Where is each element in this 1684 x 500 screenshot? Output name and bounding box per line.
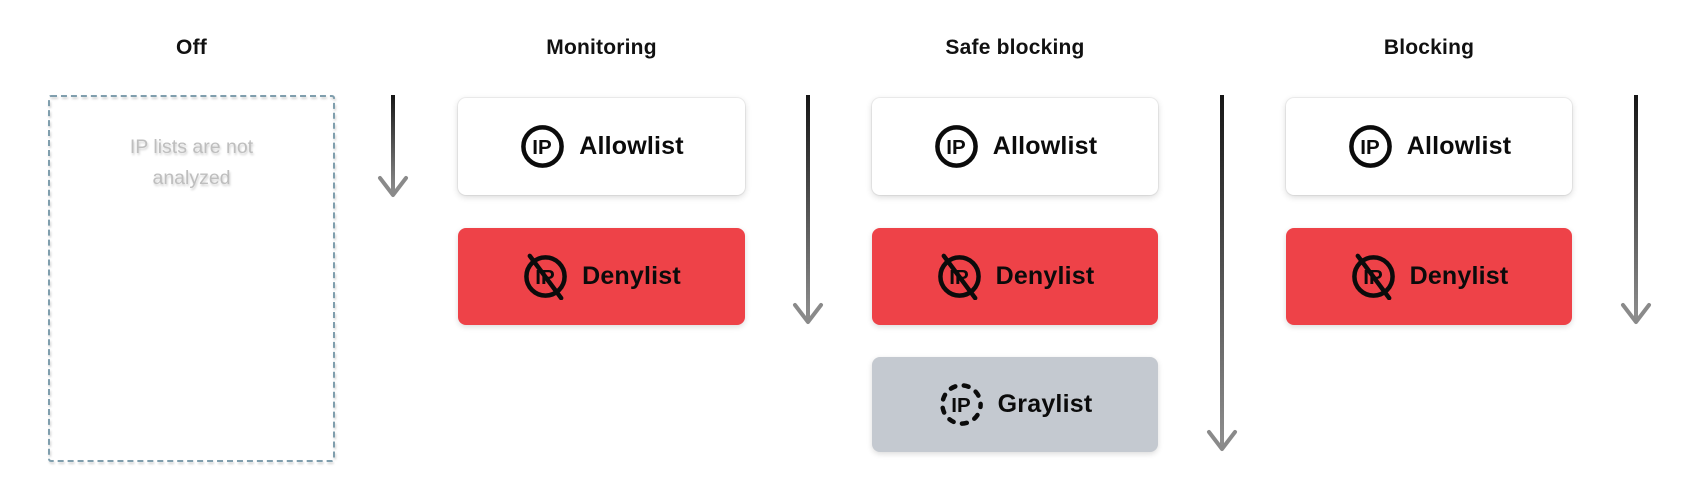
column-title-safe-blocking: Safe blocking [945, 36, 1085, 59]
denylist-label: Denylist [1409, 262, 1509, 290]
denylist-card: IP Denylist [1286, 228, 1572, 325]
svg-text:IP: IP [946, 136, 965, 159]
column-title-monitoring: Monitoring [546, 36, 657, 59]
svg-text:IP: IP [951, 394, 970, 417]
ip-circle-slash-icon: IP [1351, 253, 1395, 300]
allowlist-label: Allowlist [992, 132, 1098, 160]
off-mode-placeholder-box: IP lists are not analyzed [48, 95, 335, 462]
denylist-label: Denylist [582, 262, 681, 290]
column-title-blocking: Blocking [1383, 36, 1475, 59]
ip-circle-icon: IP [934, 125, 978, 168]
svg-text:IP: IP [533, 136, 552, 159]
ip-circle-dashed-icon: IP [939, 383, 983, 426]
allowlist-card: IP Allowlist [872, 98, 1158, 195]
allowlist-card: IP Allowlist [458, 98, 745, 195]
ip-circle-icon: IP [521, 125, 565, 168]
graylist-card: IP Graylist [872, 357, 1158, 452]
down-arrow-icon [1621, 95, 1651, 324]
ip-circle-slash-icon: IP [524, 253, 567, 300]
graylist-label: Graylist [997, 390, 1093, 418]
ip-circle-icon: IP [1348, 125, 1392, 168]
column-title-off: Off [176, 36, 207, 59]
allowlist-label: Allowlist [1406, 132, 1512, 160]
svg-text:IP: IP [1360, 136, 1379, 159]
allowlist-card: IP Allowlist [1286, 98, 1572, 195]
denylist-card: IP Denylist [872, 228, 1158, 325]
denylist-card: IP Denylist [458, 228, 745, 325]
down-arrow-icon [378, 95, 408, 197]
off-mode-placeholder-text: IP lists are not analyzed [129, 136, 254, 189]
denylist-label: Denylist [995, 262, 1095, 290]
allowlist-label: Allowlist [579, 132, 684, 160]
down-arrow-icon [793, 95, 823, 324]
ip-circle-slash-icon: IP [937, 253, 981, 300]
down-arrow-icon [1207, 95, 1237, 451]
